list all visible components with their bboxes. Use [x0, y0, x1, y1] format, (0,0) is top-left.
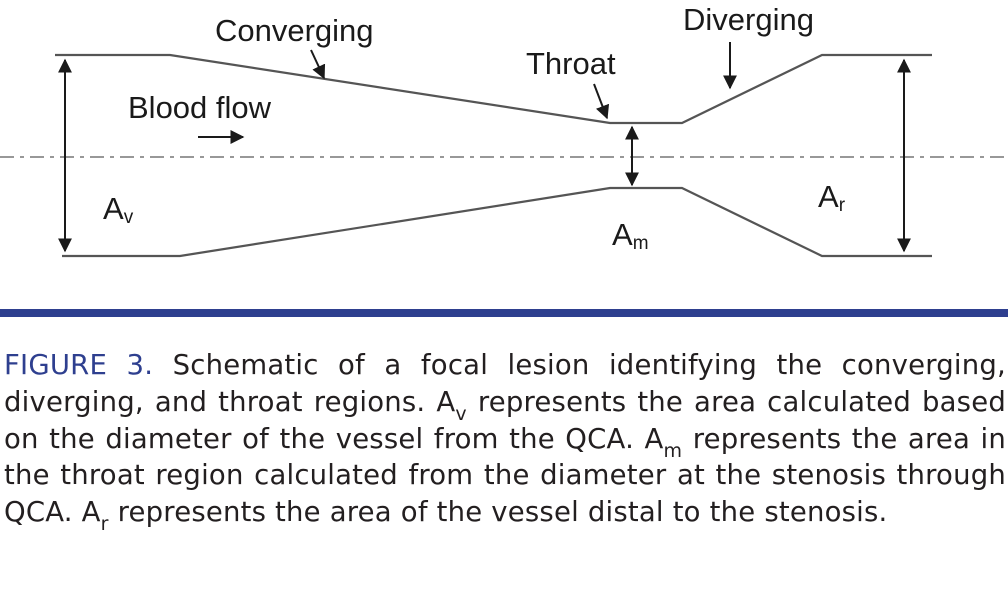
caption-subscript-r: r — [100, 513, 109, 536]
diverging-label: Diverging — [683, 2, 814, 37]
caption-text-part4: represents the area of the vessel distal… — [108, 496, 888, 529]
caption-text-part1: Schematic of a focal lesion identifying … — [4, 349, 1006, 418]
blood-flow-label: Blood flow — [128, 90, 272, 125]
caption-divider-rule — [0, 309, 1008, 317]
figure-label: FIGURE 3. — [4, 349, 154, 381]
vessel-lower-wall — [62, 186, 932, 258]
lesion-schematic-diagram: Converging Diverging Throat Blood flow A… — [0, 2, 1008, 258]
caption-subscript-m: m — [663, 439, 683, 462]
caption-subscript-v: v — [455, 402, 467, 425]
area-label-av: Av — [103, 191, 134, 228]
figure-caption: FIGURE 3. Schematic of a focal lesion id… — [4, 347, 1007, 534]
caption-text-part2: represents the area calculated based on … — [4, 385, 1006, 455]
throat-label: Throat — [526, 46, 616, 81]
area-label-am: Am — [612, 217, 649, 254]
throat-pointer-arrow — [593, 83, 610, 120]
caption-text-part3: represents the area in the throat region… — [4, 422, 1007, 529]
vessel-upper-wall — [55, 53, 932, 125]
converging-label: Converging — [215, 13, 374, 48]
area-label-ar: Ar — [818, 179, 846, 216]
converging-pointer-arrow — [310, 49, 326, 80]
